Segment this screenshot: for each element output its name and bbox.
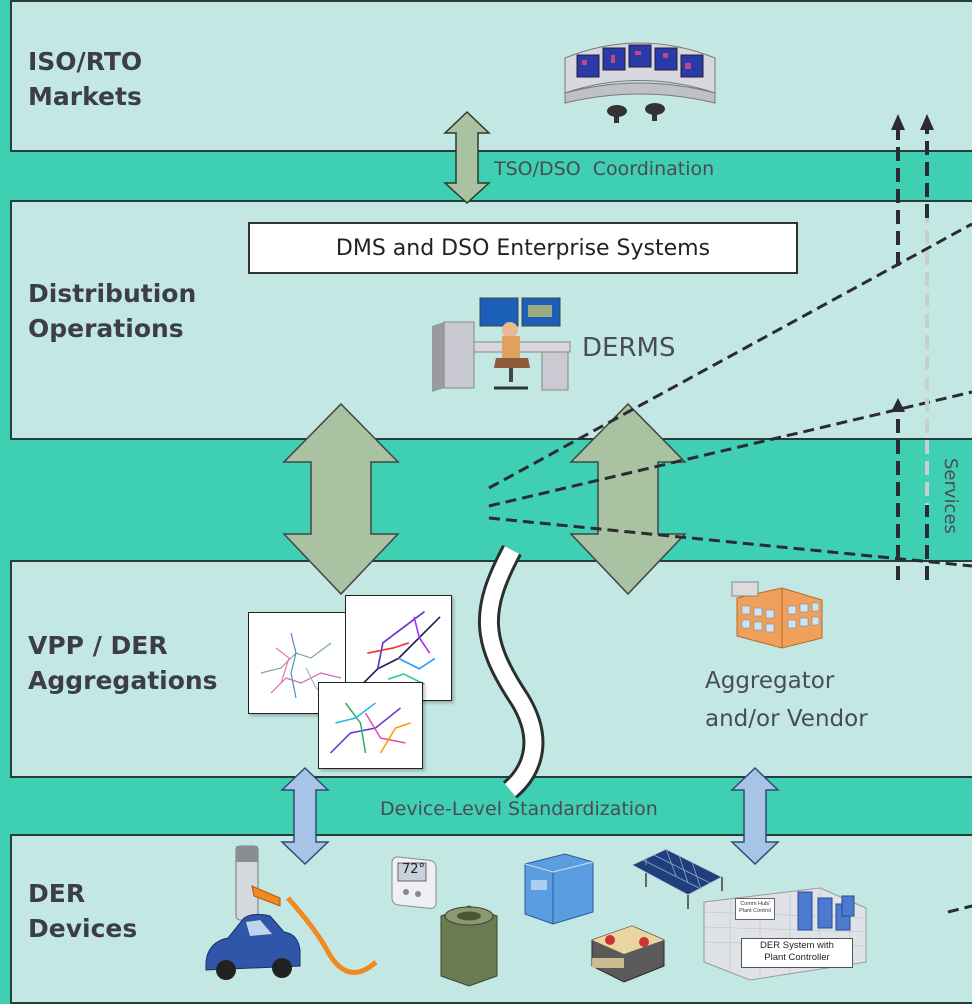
vpp-label-line2: Aggregations <box>28 666 218 695</box>
tso-dso-coordination-label: TSO/DSO Coordination <box>494 158 715 180</box>
hvac-unit-icon <box>437 902 501 987</box>
distribution-label-line2: Operations <box>28 314 184 343</box>
aggregator-label-line2: and/or Vendor <box>705 706 868 732</box>
dms-enterprise-systems-box: DMS and DSO Enterprise Systems <box>248 222 798 274</box>
solar-panel-icon <box>626 843 726 913</box>
vpp-label-line1: VPP / DER <box>28 631 168 660</box>
electric-car-icon <box>198 892 378 988</box>
office-building-icon <box>722 578 830 650</box>
iso-rto-label: ISO/RTO Markets <box>28 44 142 114</box>
derms-label: DERMS <box>582 333 676 363</box>
comm-hub-line2: Plant Control <box>739 907 771 914</box>
thermostat-reading: 72° <box>402 862 426 877</box>
control-room-icon <box>555 33 725 128</box>
iso-rto-label-line2: Markets <box>28 82 142 111</box>
battery-icon <box>586 914 668 986</box>
battery-cabinet-icon <box>521 846 597 928</box>
dms-label: DMS and DSO Enterprise Systems <box>335 235 711 261</box>
grid-map-3 <box>318 682 423 769</box>
device-level-standardization-label: Device-Level Standardization <box>380 798 658 820</box>
iso-rto-tier: ISO/RTO Markets <box>10 0 972 152</box>
der-devices-label: DER Devices <box>28 876 137 946</box>
thermostat-icon: 72° <box>388 852 444 909</box>
services-label: Services <box>940 458 961 534</box>
comm-hub-line1: Comm Hub/ <box>740 901 770 907</box>
der-label-line2: Devices <box>28 914 138 943</box>
der-system-line1: DER System with <box>760 940 834 951</box>
distribution-label-line1: Distribution <box>28 279 197 308</box>
der-plant-icon <box>700 882 870 984</box>
der-system-line2: Plant Controller <box>764 952 830 964</box>
ev-charger-icon <box>232 842 292 924</box>
comm-hub-box: Comm Hub/Plant Control <box>735 898 775 920</box>
aggregator-label-line1: Aggregator <box>705 668 835 694</box>
operator-workstation-icon <box>432 296 572 400</box>
vpp-der-aggregations-label: VPP / DER Aggregations <box>28 628 218 698</box>
der-label-line1: DER <box>28 879 86 908</box>
iso-rto-label-line1: ISO/RTO <box>28 47 143 76</box>
